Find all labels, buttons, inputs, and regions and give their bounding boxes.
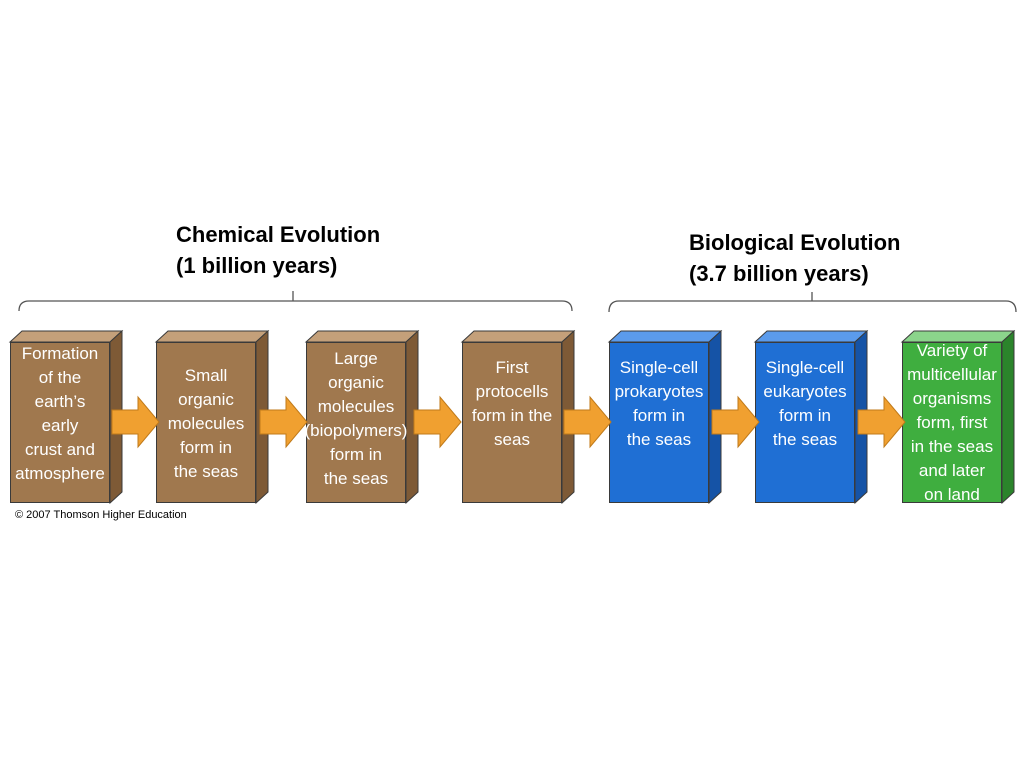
stage-label-line: atmosphere [15,464,105,483]
stage-label: Small organic molecules form in the seas [142,364,270,484]
stage-label-line: organic [178,390,234,409]
stage-label-line: organisms [912,389,992,408]
stage-label-line: organic [328,373,384,392]
stage-label-line: eukaryotes [763,382,847,401]
stage-box-depth [900,329,1016,505]
stage-box-top-face [304,330,420,343]
stage-label: Single-cell prokaryotes form in the seas [595,356,723,452]
stage-box-prokaryotes: Single-cell prokaryotes form in the seas [607,329,723,505]
stage-box-front [902,342,1002,503]
stage-box-front [306,342,406,503]
biological-evolution-duration: (3.7 billion years) [689,261,869,286]
stage-box-front [609,342,709,503]
stage-box-top-face [753,330,869,343]
chemical-evolution-title: Chemical Evolution [176,222,381,247]
stage-label-line: of the [38,368,82,387]
stage-label-line: form in the [471,406,553,425]
stage-label-line: form in [633,406,685,425]
stage-label-line: the seas [626,430,692,449]
stage-box-top-face [607,330,723,343]
stage-label-line: and later [918,461,986,480]
stage-label-line: Large [334,349,378,368]
stage-box-top-face [8,330,124,343]
stage-box-top-face [154,330,270,343]
stage-box-depth [304,329,420,505]
stage-box-side-face [1001,329,1015,505]
stage-box-protocells: First protocells form in the seas [460,329,576,505]
stage-label-line: molecules [167,414,245,433]
stage-label-line: Variety of [916,341,988,360]
stage-label-line: First [495,358,529,377]
stage-label-line: molecules [317,397,395,416]
stage-label-line: Small [184,366,228,385]
stage-box-front [462,342,562,503]
stage-label-line: the seas [173,462,239,481]
flow-arrow-icon [413,395,462,449]
stage-box-side-face [405,329,419,505]
flow-arrow-icon [711,395,760,449]
stage-label-line: earth’s [34,392,86,411]
stage-box-top-face [460,330,576,343]
stage-label-line: seas [494,430,530,449]
stage-label: Single-cell eukaryotes form in the seas [741,356,869,452]
stage-label: Variety of multicellular organisms form,… [888,339,1016,507]
stage-box-multicellular: Variety of multicellular organisms form,… [900,329,1016,505]
stage-label-line: Single-cell [619,358,699,377]
stage-label-line: early [41,416,79,435]
biological-evolution-heading: Biological Evolution (3.7 billion years) [689,227,900,289]
stage-box-front [10,342,110,503]
stage-label: Formation of the earth’s early crust and… [0,342,124,486]
stage-label: First protocells form in the seas [448,356,576,452]
stage-label-line: on land [924,485,980,504]
stage-label-line: form, first [916,413,988,432]
biological-evolution-bracket [608,292,1017,313]
stage-box-eukaryotes: Single-cell eukaryotes form in the seas [753,329,869,505]
chemical-evolution-bracket [18,291,573,312]
copyright-notice: © 2007 Thomson Higher Education [15,509,187,521]
stage-label-line: form in [330,445,382,464]
stage-label-line: form in [180,438,232,457]
stage-label-line: Formation [21,344,99,363]
biological-evolution-title: Biological Evolution [689,230,901,255]
flow-arrow-icon [563,395,612,449]
stage-label-line: Single-cell [765,358,845,377]
stage-label-line: prokaryotes [614,382,704,401]
chemical-evolution-duration: (1 billion years) [176,253,338,278]
stage-box-small-molecules: Small organic molecules form in the seas [154,329,270,505]
stage-label-line: form in [779,406,831,425]
flow-arrow-icon [259,395,308,449]
stage-label: Large organic molecules (biopolymers) fo… [292,347,420,491]
stage-label-line: the seas [772,430,838,449]
flow-arrow-icon [111,395,160,449]
stage-box-large-molecules: Large organic molecules (biopolymers) fo… [304,329,420,505]
stage-box-front [755,342,855,503]
stage-label-line: multicellular [907,365,997,384]
stage-box-earth-formation: Formation of the earth’s early crust and… [8,329,124,505]
stage-label-line: crust and [25,440,95,459]
stage-label-line: protocells [475,382,549,401]
stage-label-line: (biopolymers) [304,421,408,440]
stage-label-line: in the seas [910,437,994,456]
stage-box-front [156,342,256,503]
flow-arrow-icon [857,395,906,449]
stage-label-line: the seas [323,469,389,488]
chemical-evolution-heading: Chemical Evolution (1 billion years) [176,219,380,281]
